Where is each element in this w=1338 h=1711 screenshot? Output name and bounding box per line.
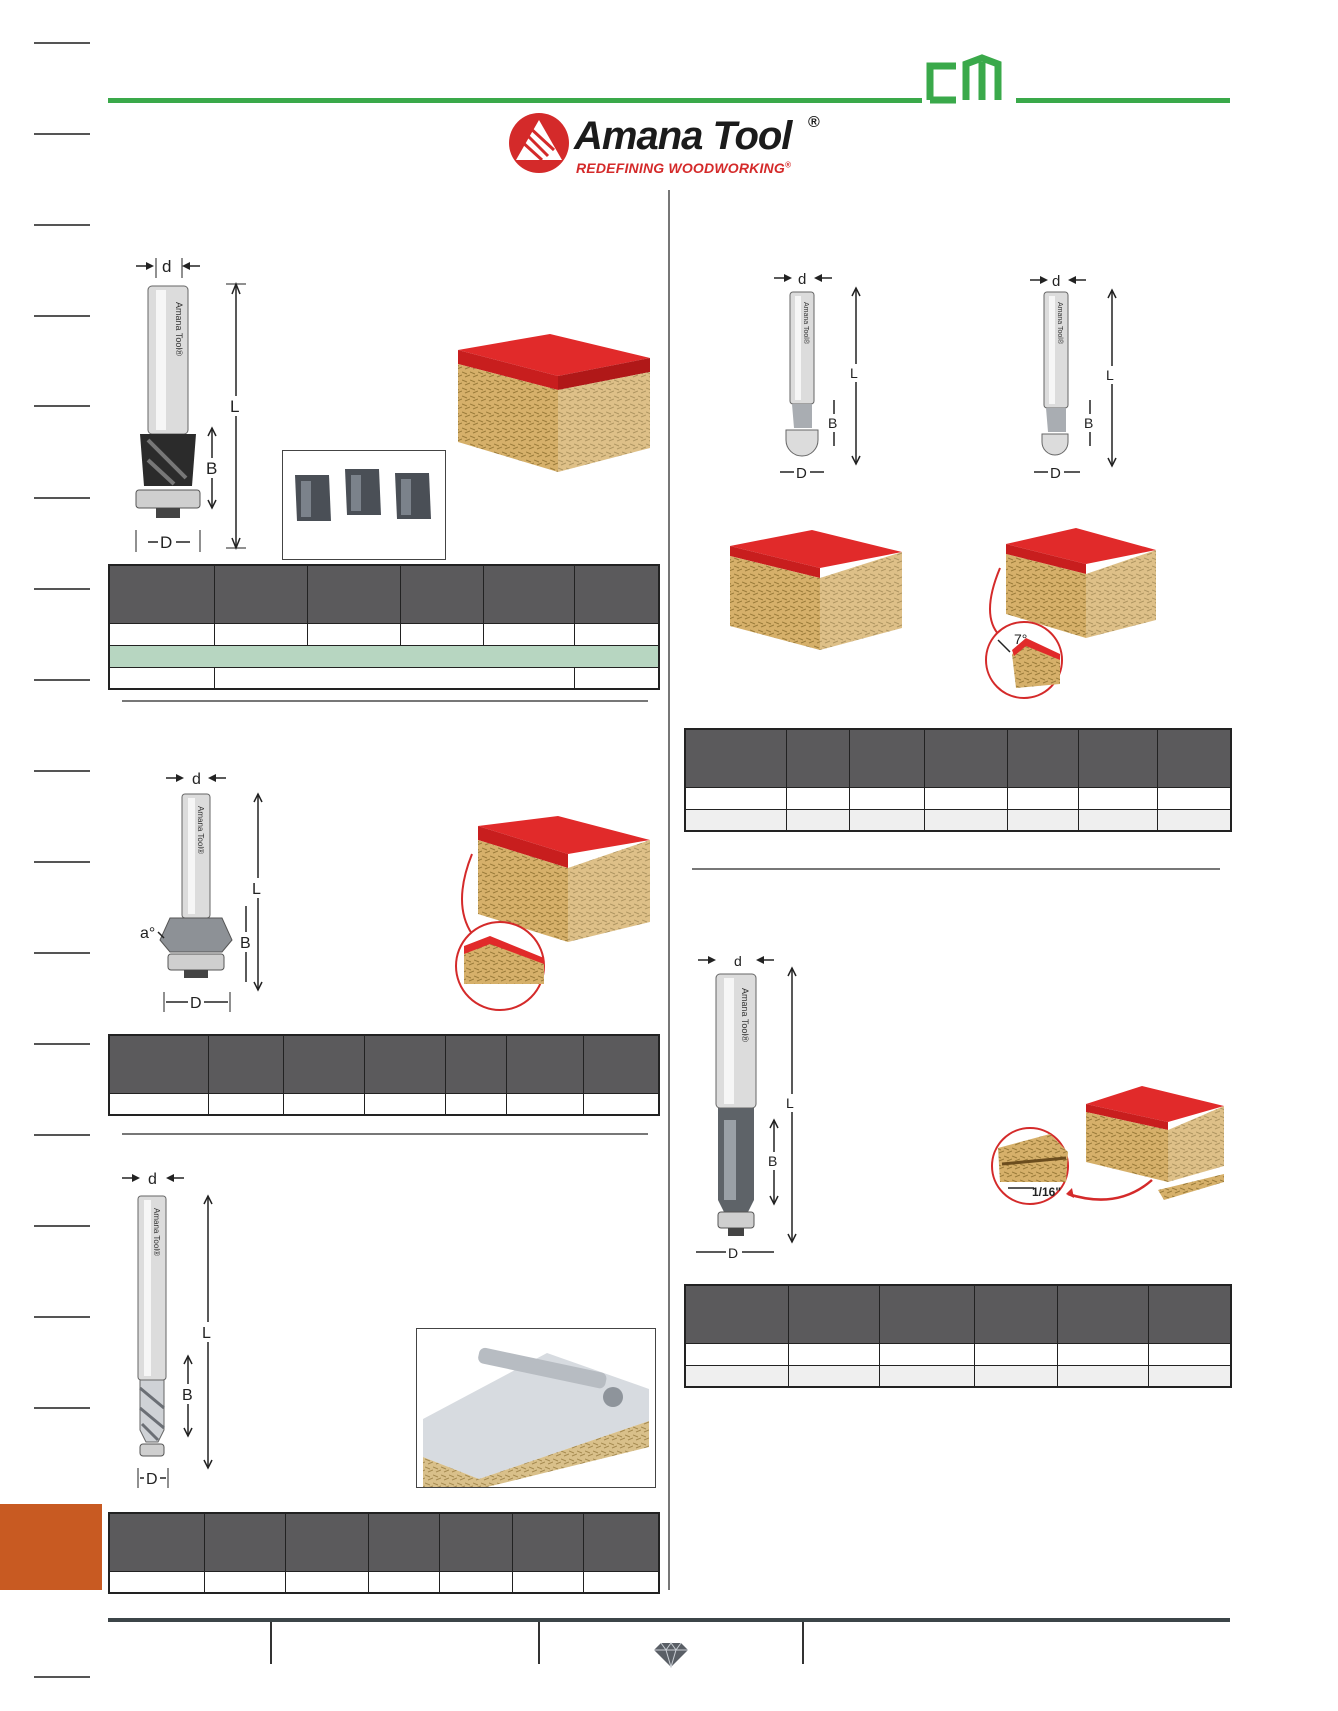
svg-text:d: d bbox=[734, 953, 742, 969]
svg-text:7°: 7° bbox=[1014, 631, 1027, 647]
svg-text:L: L bbox=[230, 397, 239, 416]
svg-text:Amana Tool®: Amana Tool® bbox=[196, 806, 205, 854]
header-rule-right bbox=[1016, 98, 1230, 103]
bevel-height-dimension: B bbox=[238, 906, 256, 982]
section-tab[interactable] bbox=[0, 1504, 102, 1590]
margin-tick bbox=[34, 1316, 90, 1318]
spiral-height-dimension: B bbox=[180, 1354, 198, 1438]
core-box-bit-diagram: d Amana Tool® D bbox=[774, 271, 832, 482]
margin-tick bbox=[34, 861, 90, 863]
margin-tick bbox=[34, 1225, 90, 1227]
svg-text:d: d bbox=[162, 257, 171, 276]
bevel-trim-length-dimension: L bbox=[1104, 288, 1120, 468]
svg-text:Amana Tool®: Amana Tool® bbox=[1056, 302, 1064, 345]
flush-profile-block bbox=[730, 530, 902, 650]
cm-logo-icon bbox=[926, 54, 1002, 104]
svg-text:D: D bbox=[796, 465, 807, 482]
margin-tick bbox=[34, 588, 90, 590]
bevel-profile-block bbox=[455, 816, 650, 1011]
spec-table bbox=[108, 1512, 660, 1594]
spec-table bbox=[684, 1284, 1232, 1388]
bevel-trim-bit-diagram: d Amana Tool® D bbox=[1030, 273, 1086, 482]
registered-mark: ® bbox=[808, 114, 820, 131]
svg-text:d: d bbox=[1052, 273, 1060, 290]
core-box-length-dimension: L bbox=[848, 286, 864, 466]
svg-text:1/16": 1/16" bbox=[1032, 1185, 1061, 1199]
svg-text:d: d bbox=[798, 271, 806, 288]
svg-text:B: B bbox=[182, 1387, 193, 1404]
margin-tick bbox=[34, 224, 90, 226]
offset-profile-block: 1/16" bbox=[991, 1086, 1224, 1205]
margin-tick bbox=[34, 42, 90, 44]
margin-tick bbox=[34, 1407, 90, 1409]
bevel-bit-diagram: d Amana Tool® a° D bbox=[140, 771, 233, 1012]
footer-separator bbox=[802, 1622, 804, 1664]
svg-text:L: L bbox=[202, 1325, 211, 1342]
svg-text:B: B bbox=[240, 935, 251, 952]
svg-text:B: B bbox=[1084, 415, 1093, 431]
footer-rule bbox=[108, 1618, 1230, 1622]
margin-tick bbox=[34, 405, 90, 407]
spec-table bbox=[108, 1034, 660, 1116]
bearing-photo bbox=[282, 450, 446, 560]
svg-text:B: B bbox=[206, 459, 217, 478]
svg-text:D: D bbox=[160, 533, 172, 552]
margin-tick bbox=[34, 497, 90, 499]
svg-text:D: D bbox=[190, 995, 202, 1012]
svg-text:d: d bbox=[148, 1171, 157, 1188]
edge-profile-block bbox=[458, 334, 650, 472]
brand-tagline: REDEFINING WOODWORKING® bbox=[576, 160, 792, 176]
section-rule bbox=[122, 700, 648, 702]
svg-text:L: L bbox=[786, 1095, 794, 1111]
margin-tick bbox=[34, 679, 90, 681]
margin-tick bbox=[34, 1676, 90, 1678]
application-photo bbox=[416, 1328, 656, 1488]
amana-swirl-logo-icon bbox=[509, 113, 569, 173]
bevel-7-profile-block: 7° bbox=[985, 528, 1156, 699]
diamond-icon bbox=[654, 1642, 688, 1668]
spec-table bbox=[684, 728, 1232, 832]
footer-separator bbox=[270, 1622, 272, 1664]
svg-text:D: D bbox=[146, 1471, 158, 1488]
svg-text:Amana Tool®: Amana Tool® bbox=[802, 302, 810, 345]
section-rule bbox=[692, 868, 1220, 870]
margin-tick bbox=[34, 133, 90, 135]
bevel-length-dimension: L bbox=[250, 792, 266, 992]
spiral-bit-diagram: d Amana Tool® D bbox=[122, 1171, 184, 1488]
spiral-length-dimension: L bbox=[200, 1194, 216, 1470]
column-divider bbox=[668, 190, 670, 1590]
core-box-height-dimension: B bbox=[826, 400, 842, 446]
footer-separator bbox=[538, 1622, 540, 1664]
margin-tick bbox=[34, 1043, 90, 1045]
svg-text:Amana Tool®: Amana Tool® bbox=[740, 988, 750, 1042]
svg-text:a°: a° bbox=[140, 925, 155, 942]
svg-text:L: L bbox=[252, 881, 261, 898]
margin-tick bbox=[34, 952, 90, 954]
brand-name: Amana Tool bbox=[574, 114, 792, 158]
offset-height-dimension: B bbox=[766, 1118, 782, 1206]
svg-text:B: B bbox=[768, 1153, 777, 1169]
section-rule bbox=[122, 1133, 648, 1135]
margin-tick bbox=[34, 315, 90, 317]
margin-tick bbox=[34, 770, 90, 772]
margin-tick bbox=[34, 1134, 90, 1136]
offset-length-dimension: L bbox=[784, 966, 800, 1244]
svg-text:D: D bbox=[1050, 465, 1061, 482]
svg-text:L: L bbox=[850, 365, 858, 381]
spec-table bbox=[108, 564, 660, 690]
svg-text:D: D bbox=[728, 1245, 738, 1260]
svg-text:Amana Tool®: Amana Tool® bbox=[174, 302, 184, 356]
svg-text:Amana Tool®: Amana Tool® bbox=[152, 1208, 161, 1256]
header-rule-left bbox=[108, 98, 922, 103]
cut-height-dimension: B bbox=[204, 426, 222, 510]
svg-text:d: d bbox=[192, 771, 201, 788]
offset-trim-bit-diagram: d Amana Tool® D bbox=[696, 953, 774, 1260]
bevel-trim-height-dimension: B bbox=[1082, 400, 1098, 446]
brand-logo[interactable]: Amana Tool ® REDEFINING WOODWORKING® bbox=[508, 112, 828, 184]
length-dimension: L bbox=[226, 282, 246, 550]
router-bit-diagram: d Amana Tool® D bbox=[135, 257, 201, 552]
svg-text:L: L bbox=[1106, 367, 1114, 383]
svg-text:B: B bbox=[828, 415, 837, 431]
